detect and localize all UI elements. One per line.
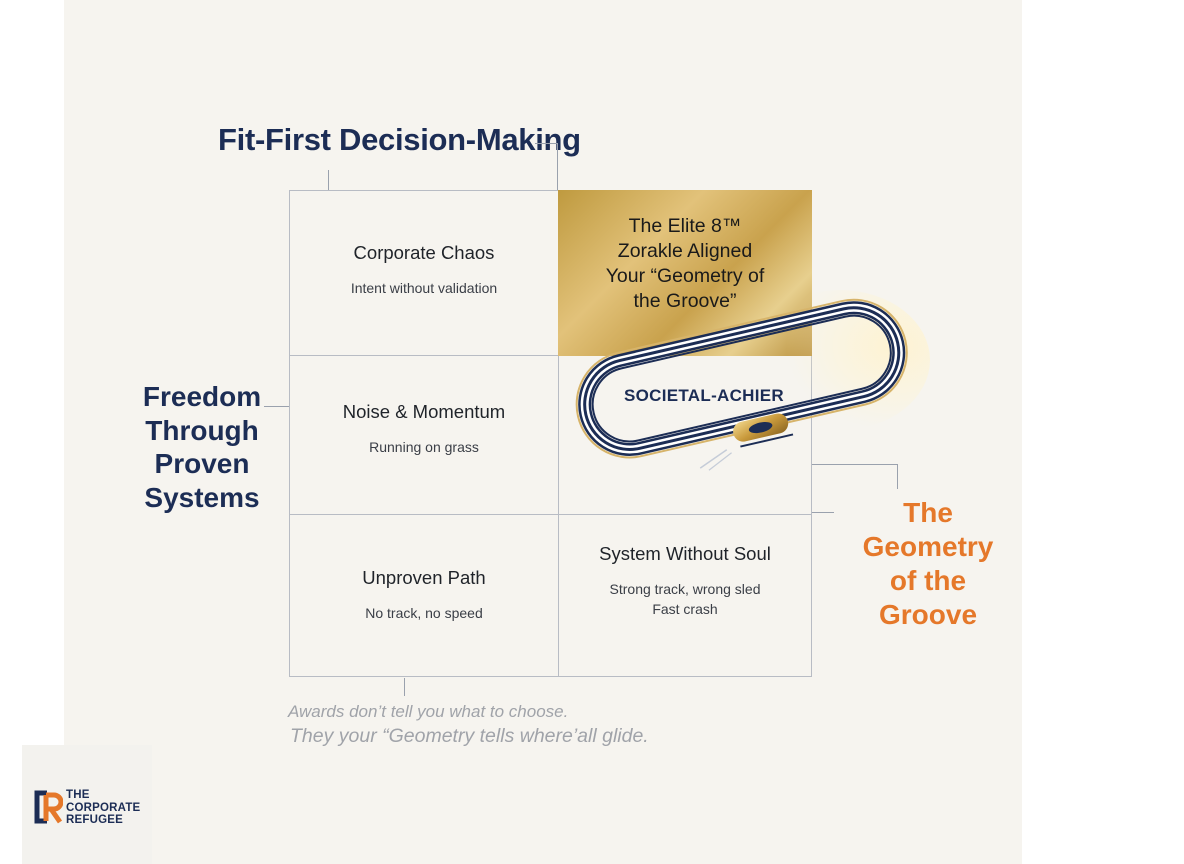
quadrant-subtitle: No track, no speed [365,605,483,621]
right-connector-vertical [897,464,899,489]
top-connector-vertical-left [328,170,330,190]
quadrant-title: System Without Soul [599,543,771,564]
quadrant-corporate-chaos: Corporate Chaos Intent without validatio… [289,190,559,356]
elite-8-text: The Elite 8™ Zorakle Aligned Your “Geome… [568,214,802,314]
quadrant-subtitle: Intent without validation [350,280,498,296]
quadrant-noise-momentum: Noise & Momentum Running on grass [289,355,559,515]
quadrant-system-without-soul: System Without Soul Strong track, wrong … [558,514,812,677]
logo-wordmark: THE CORPORATE REFUGEE [66,789,140,827]
quadrant-subtitle-line-2: Fast crash [652,601,718,617]
right-axis-line-1: The Geometry [862,497,994,562]
caption-line-1: Awards don’t tell you what to choose. [288,702,569,721]
quadrant-title: Unproven Path [362,567,486,588]
elite-8-line-3: Your “Geometry of [605,265,765,287]
right-connector-short [812,512,834,514]
elite-8-line-2: Zorakle Aligned [617,240,753,262]
quadrant-unproven-path: Unproven Path No track, no speed [289,514,559,677]
right-connector-horizontal [812,464,898,466]
left-axis-line-4: Systems [144,481,260,513]
quadrant-title: Corporate Chaos [353,242,495,263]
logo-line-2: CORPORATE [66,801,141,814]
top-connector-horizontal [535,143,558,145]
logo-line-1: THE [66,789,90,801]
left-axis-line-1: Freedom [142,381,262,412]
logo-line-3: REFUGEE [66,814,123,826]
top-connector-vertical-right [557,143,559,190]
quadrant-title: Noise & Momentum [342,401,506,422]
quadrant-subtitle: Strong track, wrong sled Fast crash [559,579,811,619]
elite-8-line-4: the Groove” [633,290,737,312]
track-inner-edge [591,314,892,443]
left-axis-line-2: Through [145,414,259,446]
bobsled-icon [699,413,794,471]
right-axis-line-2: of the Groove [878,565,978,630]
top-axis-title: Fit-First Decision-Making [218,122,581,157]
bobsled-track-icon [575,290,930,471]
left-axis-title: Freedom Through Proven Systems [138,380,266,514]
bottom-connector [404,678,406,696]
quadrant-subtitle: Running on grass [369,439,479,455]
left-connector [264,406,289,408]
quadrant-subtitle-line-1: Strong track, wrong sled [609,581,761,597]
right-axis-title: The Geometry of the Groove [838,496,1018,632]
logo-mark-icon [34,790,63,824]
caption-line-2: They your “Geometry tells where’all glid… [290,725,649,747]
left-axis-line-3: Proven [154,448,250,479]
elite-8-line-1: The Elite 8™ [628,215,742,237]
societal-achier-label: SOCIETAL-ACHIER [623,386,784,405]
